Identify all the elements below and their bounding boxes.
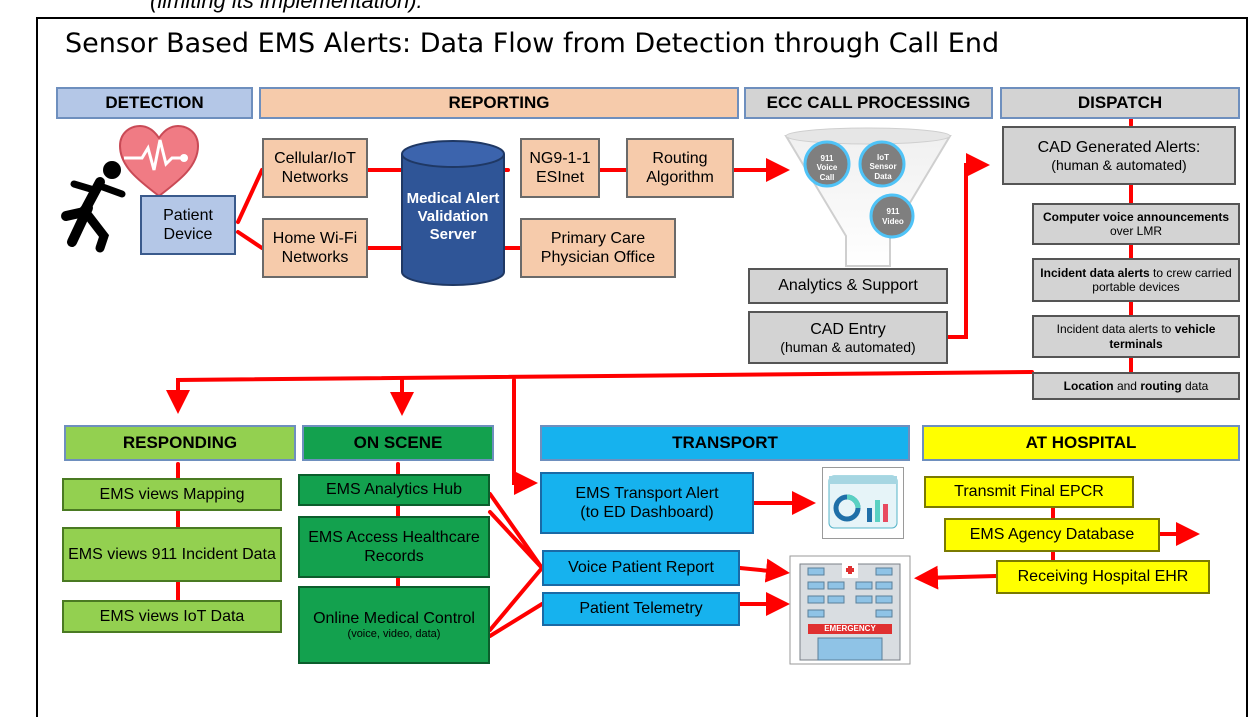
cad-alerts-sub: (human & automated)	[1051, 156, 1187, 173]
header-ecc-call-processing: ECC CALL PROCESSING	[744, 87, 993, 119]
analytics-support-box: Analytics & Support	[748, 268, 948, 304]
validation-server-label: Medical Alert Validation Server	[406, 190, 500, 243]
ems-views-incident-data-box: EMS views 911 Incident Data	[62, 527, 282, 582]
patient-device-box: Patient Device	[140, 195, 236, 255]
diagram-frame	[36, 17, 1248, 717]
cad-generated-alerts-box: CAD Generated Alerts: (human & automated…	[1002, 126, 1236, 185]
arrow-cad-entry-to-dispatch	[946, 153, 990, 339]
arrow-to-transport	[512, 378, 538, 495]
top-note: (limiting its implementation).	[150, 0, 423, 13]
voice-ann-rest: over LMR	[1109, 224, 1162, 238]
funnel-label-iot: IoT Sensor Data	[869, 152, 897, 181]
connector-line	[236, 230, 264, 250]
header-responding: RESPONDING	[64, 425, 296, 461]
connector-line	[488, 566, 544, 632]
dispatch-voice-announcements-box: Computer voice announcements over LMR	[1032, 203, 1240, 245]
vehicle-alerts-bold: vehicle terminals	[1109, 322, 1216, 351]
ems-views-mapping-box: EMS views Mapping	[62, 478, 282, 511]
header-detection: DETECTION	[56, 87, 253, 119]
connector-line	[488, 510, 544, 570]
diagram-title: Sensor Based EMS Alerts: Data Flow from …	[65, 28, 1000, 59]
cad-entry-sub: (human & automated)	[780, 338, 916, 355]
home-wifi-networks-box: Home Wi-Fi Networks	[262, 218, 368, 278]
cad-entry-label: CAD Entry	[810, 320, 886, 338]
dispatch-vehicle-terminals-box: Incident data alerts to vehicle terminal…	[1032, 315, 1240, 358]
omc-sub: (voice, video, data)	[347, 628, 441, 640]
dispatch-location-routing-box: Location and routing data	[1032, 372, 1240, 400]
header-at-hospital: AT HOSPITAL	[922, 425, 1240, 461]
cad-alerts-label: CAD Generated Alerts:	[1037, 138, 1201, 156]
header-on-scene: ON SCENE	[302, 425, 494, 461]
arrow-voice-report-to-hospital	[738, 558, 790, 583]
routing-algorithm-box: Routing Algorithm	[626, 138, 734, 198]
funnel-label-video: 911 Video	[882, 207, 904, 226]
cellular-iot-networks-box: Cellular/IoT Networks	[262, 138, 368, 198]
call-intake-funnel	[784, 127, 952, 267]
transport-alert-label: EMS Transport Alert	[575, 484, 719, 502]
validation-server-cylinder	[401, 140, 505, 286]
connector-line	[236, 168, 264, 224]
arrow-ehr-to-hospital	[914, 565, 998, 590]
ng911-esinet-box: NG9-1-1 ESInet	[520, 138, 600, 198]
primary-care-physician-box: Primary Care Physician Office	[520, 218, 676, 278]
funnel-label-voice: 911 Voice Call	[816, 153, 838, 182]
hospital-building-icon	[789, 555, 911, 665]
header-dispatch: DISPATCH	[1000, 87, 1240, 119]
vehicle-alerts-pre: Incident data alerts to	[1056, 322, 1175, 337]
heart-monitor-icon	[118, 124, 200, 198]
omc-label: Online Medical Control	[313, 609, 475, 627]
cad-entry-box: CAD Entry (human & automated)	[748, 311, 948, 364]
emergency-sign-label: EMERGENCY	[824, 624, 876, 633]
crew-alerts-bold: Incident data alerts	[1040, 265, 1150, 280]
routing-bold: routing	[1140, 378, 1182, 393]
online-medical-control-box: Online Medical Control (voice, video, da…	[298, 586, 490, 664]
connector-line	[488, 602, 544, 638]
transport-alert-sub: (to ED Dashboard)	[580, 504, 714, 521]
ems-transport-alert-box: EMS Transport Alert (to ED Dashboard)	[540, 472, 754, 534]
receiving-hospital-ehr-box: Receiving Hospital EHR	[996, 560, 1210, 594]
location-bold: Location	[1063, 378, 1114, 393]
falling-person-icon	[61, 161, 126, 253]
voice-ann-bold: Computer voice announcements	[1042, 209, 1230, 224]
ems-views-iot-data-box: EMS views IoT Data	[62, 600, 282, 633]
ed-dashboard-icon	[822, 467, 904, 539]
dispatch-crew-devices-box: Incident data alerts to crew carried por…	[1032, 258, 1240, 302]
transmit-final-epcr-box: Transmit Final EPCR	[924, 476, 1134, 508]
crew-alerts-rest: to crew carried portable devices	[1092, 265, 1232, 294]
patient-telemetry-box: Patient Telemetry	[542, 592, 740, 626]
header-reporting: REPORTING	[259, 87, 739, 119]
voice-patient-report-box: Voice Patient Report	[542, 550, 740, 586]
location-data: data	[1181, 378, 1209, 393]
ems-agency-database-box: EMS Agency Database	[944, 518, 1160, 552]
ems-analytics-hub-box: EMS Analytics Hub	[298, 474, 490, 506]
ems-access-records-box: EMS Access Healthcare Records	[298, 516, 490, 578]
arrow-to-responding	[166, 370, 1034, 414]
connector-line	[488, 492, 544, 570]
header-transport: TRANSPORT	[540, 425, 910, 461]
location-and: and	[1113, 378, 1141, 393]
